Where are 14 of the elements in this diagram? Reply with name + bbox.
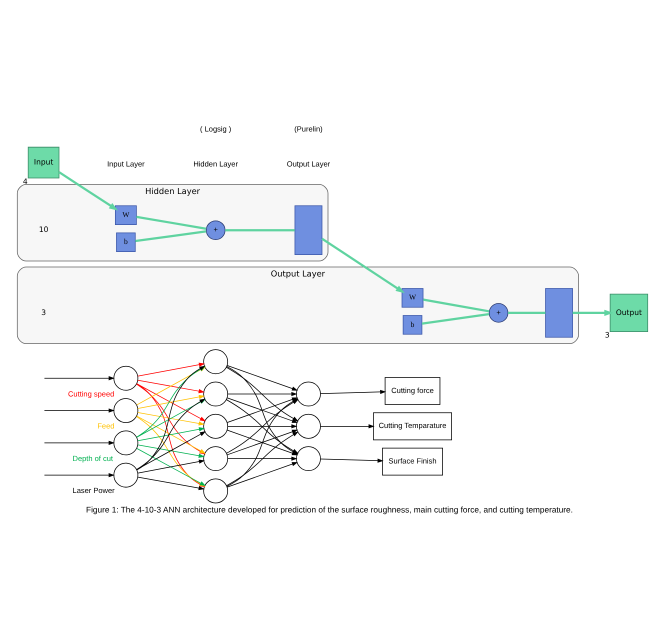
caption: Figure 1: The 4-10-3 ANN architecture developed for prediction of the surface roughness, main cutting force, and cutting temperature.: [86, 505, 573, 514]
node-label: 4: [22, 176, 28, 186]
node-label: Depth of cut: [72, 453, 113, 462]
label: Hidden Layer: [193, 159, 238, 168]
node-label: Cutting speed: [68, 388, 114, 398]
label: ( Logsig ): [200, 124, 232, 133]
node-label: 3: [41, 307, 46, 316]
node-label: Feed: [97, 421, 114, 430]
node-label: 10: [38, 224, 48, 234]
label: (Purelin): [294, 124, 323, 133]
label: Output Layer: [286, 159, 330, 168]
node-label: 3: [604, 330, 610, 340]
label: Input Layer: [107, 159, 145, 168]
node-label: Laser Power: [72, 486, 115, 495]
